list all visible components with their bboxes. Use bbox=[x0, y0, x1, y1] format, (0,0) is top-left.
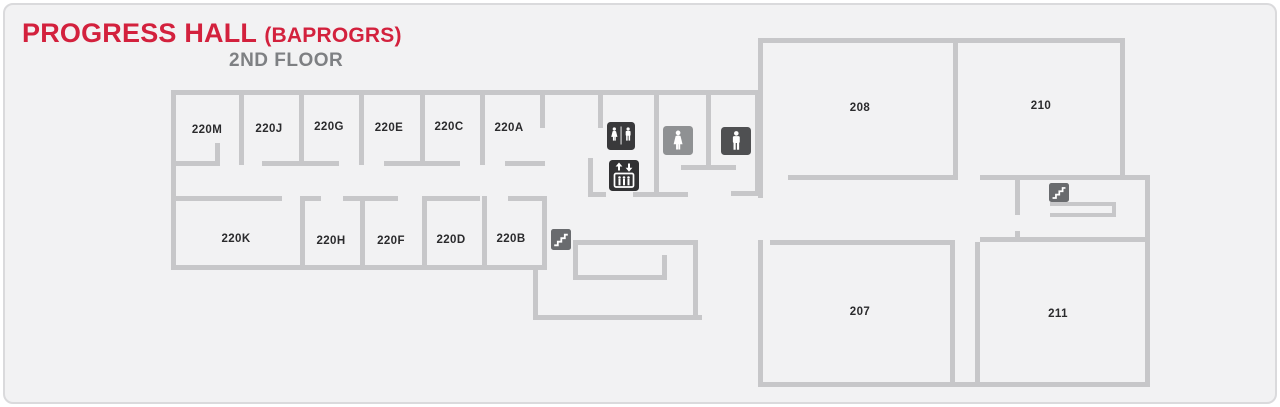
wall bbox=[360, 196, 365, 270]
men-restroom-icon bbox=[721, 127, 751, 155]
wall bbox=[1120, 38, 1125, 177]
wall bbox=[422, 196, 480, 201]
wall bbox=[953, 41, 958, 177]
unisex-restroom-icon bbox=[607, 122, 635, 150]
page-title: PROGRESS HALL (BAPROGRS) bbox=[22, 19, 402, 47]
elevator-icon bbox=[609, 160, 639, 191]
wall bbox=[299, 90, 304, 165]
wall bbox=[359, 90, 364, 165]
wall bbox=[788, 175, 958, 180]
building-code: (BAPROGRS) bbox=[264, 24, 402, 47]
wall bbox=[662, 255, 667, 280]
wall bbox=[573, 275, 667, 280]
wall bbox=[758, 382, 1150, 387]
wall bbox=[171, 90, 761, 95]
wall bbox=[300, 196, 305, 270]
wall bbox=[215, 143, 220, 166]
room-label-220C: 220C bbox=[434, 121, 464, 133]
room-label-220B: 220B bbox=[496, 233, 526, 245]
stairs-icon bbox=[1049, 183, 1069, 202]
wall bbox=[588, 158, 593, 197]
wall bbox=[505, 161, 545, 166]
wall bbox=[588, 192, 606, 197]
wall bbox=[980, 237, 1150, 242]
wall bbox=[1050, 202, 1116, 206]
wall bbox=[1015, 231, 1020, 242]
wall bbox=[598, 90, 603, 128]
stairs-icon bbox=[551, 229, 571, 250]
wall bbox=[758, 38, 763, 198]
wall bbox=[262, 161, 339, 166]
wall bbox=[171, 161, 219, 166]
wall bbox=[573, 240, 698, 245]
women-restroom-icon bbox=[663, 126, 693, 155]
wall bbox=[1015, 180, 1020, 215]
wall bbox=[533, 267, 538, 320]
wall bbox=[343, 196, 398, 201]
wall bbox=[422, 196, 427, 270]
building-name: PROGRESS HALL bbox=[22, 18, 257, 48]
wall bbox=[239, 90, 244, 165]
room-label-220A: 220A bbox=[494, 122, 524, 134]
wall bbox=[633, 192, 688, 197]
room-label-211: 211 bbox=[1048, 308, 1068, 320]
wall bbox=[300, 196, 321, 201]
wall bbox=[731, 191, 760, 196]
wall bbox=[654, 90, 659, 195]
wall bbox=[1050, 213, 1116, 217]
room-label-208: 208 bbox=[849, 102, 871, 114]
wall bbox=[693, 240, 698, 320]
wall bbox=[420, 90, 425, 165]
room-label-220K: 220K bbox=[221, 233, 251, 245]
wall bbox=[542, 196, 547, 270]
room-label-220E: 220E bbox=[374, 122, 404, 134]
wall bbox=[1112, 202, 1116, 217]
wall bbox=[980, 175, 1150, 180]
wall bbox=[540, 90, 545, 128]
wall bbox=[573, 240, 578, 280]
room-label-210: 210 bbox=[1030, 100, 1052, 112]
wall bbox=[706, 90, 711, 167]
room-label-207: 207 bbox=[849, 306, 871, 318]
wall bbox=[1145, 175, 1150, 387]
wall bbox=[171, 265, 547, 270]
wall bbox=[384, 161, 460, 166]
floor-plan: 220M 220J 220G 220E 220C 220A 220K 220H 220F 220D… bbox=[5, 5, 1275, 402]
room-label-220M: 220M bbox=[191, 124, 223, 136]
room-label-220H: 220H bbox=[316, 235, 346, 247]
wall bbox=[480, 90, 485, 165]
wall bbox=[950, 240, 955, 387]
wall bbox=[681, 165, 736, 170]
wall bbox=[755, 90, 760, 196]
wall bbox=[171, 196, 282, 201]
room-label-220D: 220D bbox=[436, 234, 466, 246]
wall bbox=[482, 196, 487, 270]
wall bbox=[975, 242, 980, 387]
wall bbox=[758, 38, 1125, 43]
room-label-220G: 220G bbox=[314, 121, 344, 133]
wall bbox=[758, 240, 763, 387]
wall bbox=[770, 240, 953, 245]
wall bbox=[171, 90, 176, 270]
room-label-220F: 220F bbox=[377, 235, 405, 247]
wall bbox=[508, 196, 547, 201]
room-label-220J: 220J bbox=[255, 123, 283, 135]
wall bbox=[533, 315, 702, 320]
floor-subtitle: 2ND FLOOR bbox=[229, 50, 344, 71]
